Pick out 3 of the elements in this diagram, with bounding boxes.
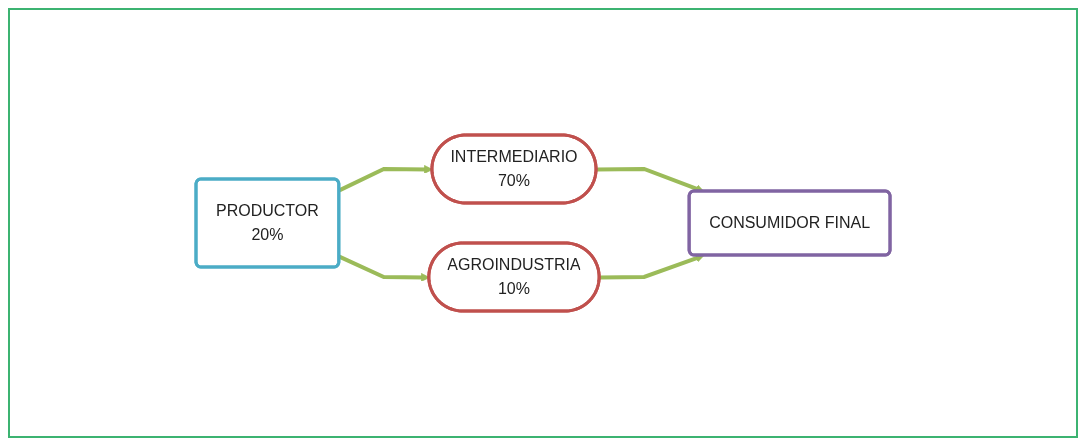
arrow [596,167,705,193]
arrow [599,254,705,280]
arrow [338,254,430,282]
